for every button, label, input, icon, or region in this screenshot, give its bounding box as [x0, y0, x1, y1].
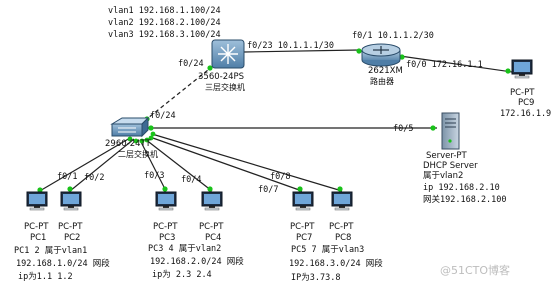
l2-switch-icon[interactable] [110, 116, 150, 138]
router-name: 路由器 [370, 77, 394, 86]
router-model: 2621XM [368, 66, 403, 76]
port-l3-f0-24: f0/24 [178, 59, 204, 69]
pc2-name: PC2 [64, 233, 81, 243]
link-l2-pc8 [151, 133, 343, 192]
link-l2-pc3 [139, 139, 167, 192]
watermark: @51CTO博客 [440, 264, 511, 277]
group-vlan1-line1: PC1 2 属于vlan1 [14, 246, 88, 256]
pc4-type: PC-PT [199, 222, 224, 232]
pc7-type: PC-PT [290, 222, 315, 232]
server-gateway: 网关192.168.2.100 [423, 195, 507, 205]
port-f0-4: f0/4 [181, 175, 202, 185]
group-vlan2-line3: ip为 2.3 2.4 [152, 270, 212, 280]
l3-switch-name: 三层交换机 [205, 83, 245, 92]
l3-switch-model: 3560-24PS [198, 72, 245, 82]
port-l3-f0-23: f0/23 10.1.1.1/30 [247, 41, 334, 51]
link-l3-router [243, 49, 360, 53]
pc8-name: PC8 [335, 233, 352, 243]
link-l2-pc2 [69, 138, 135, 192]
port-l2-f0-5: f0/5 [393, 124, 414, 134]
port-router-f0-1: f0/1 10.1.1.2/30 [352, 31, 434, 41]
link-l3-l2-trunk [142, 65, 214, 123]
vlan2-info: vlan2 192.168.2.100/24 [108, 18, 221, 28]
pc3-icon[interactable] [155, 191, 177, 211]
link-l2-pc4 [144, 138, 213, 192]
pc4-icon[interactable] [201, 191, 223, 211]
links [37, 49, 513, 193]
pc9-name: PC9 [518, 98, 535, 108]
port-f0-3: f0/3 [144, 171, 165, 181]
server-name: DHCP Server [423, 161, 478, 171]
pc7-name: PC7 [296, 233, 313, 243]
pc1-name: PC1 [30, 233, 47, 243]
router-icon[interactable] [361, 43, 401, 67]
link-l2-pc7 [149, 136, 303, 192]
port-f0-8: f0/8 [270, 172, 291, 182]
port-f0-2: f0/2 [84, 173, 105, 183]
port-router-f0-0: f0/0 172.16.1.1 [406, 60, 483, 70]
pc7-icon[interactable] [292, 191, 314, 211]
pc8-icon[interactable] [331, 191, 353, 211]
pc1-icon[interactable] [26, 191, 48, 211]
group-vlan2-line1: PC3 4 属于vlan2 [148, 244, 222, 254]
pc9-type: PC-PT [510, 88, 535, 98]
server-ip: ip 192.168.2.10 [423, 183, 500, 193]
group-vlan1-line2: 192.168.1.0/24 网段 [16, 259, 110, 269]
pc9-ip: 172.16.1.9 [500, 109, 552, 119]
pc3-name: PC3 [159, 233, 176, 243]
pc8-type: PC-PT [329, 222, 354, 232]
server-vlan: 属于vlan2 [423, 171, 464, 181]
l2-switch-name: 二层交换机 [118, 150, 158, 159]
pc1-type: PC-PT [24, 222, 49, 232]
vlan1-info: vlan1 192.168.1.100/24 [108, 6, 221, 16]
pc3-type: PC-PT [153, 222, 178, 232]
group-vlan3-line1: PC5 7 属于vlan3 [291, 245, 365, 255]
group-vlan2-line2: 192.168.2.0/24 网段 [150, 257, 244, 267]
l3-switch-icon[interactable] [211, 39, 245, 69]
pc2-icon[interactable] [60, 191, 82, 211]
server-icon[interactable] [441, 112, 460, 150]
group-vlan1-line3: ip为1.1 1.2 [18, 272, 73, 282]
l2-switch-model: 2960-24TT [105, 139, 151, 149]
port-f0-7: f0/7 [258, 185, 279, 195]
group-vlan3-line3: IP为3.73.8 [291, 273, 341, 283]
pc4-name: PC4 [205, 233, 222, 243]
link-l2-pc1 [37, 137, 131, 193]
port-l2-f0-24: f0/24 [150, 111, 176, 121]
group-vlan3-line2: 192.168.3.0/24 网段 [289, 259, 383, 269]
pc9-icon[interactable] [511, 59, 533, 79]
link-router-pc9 [399, 55, 513, 73]
port-f0-1: f0/1 [57, 172, 78, 182]
pc2-type: PC-PT [58, 222, 83, 232]
vlan3-info: vlan3 192.168.3.100/24 [108, 30, 221, 40]
server-type: Server-PT [426, 151, 467, 161]
